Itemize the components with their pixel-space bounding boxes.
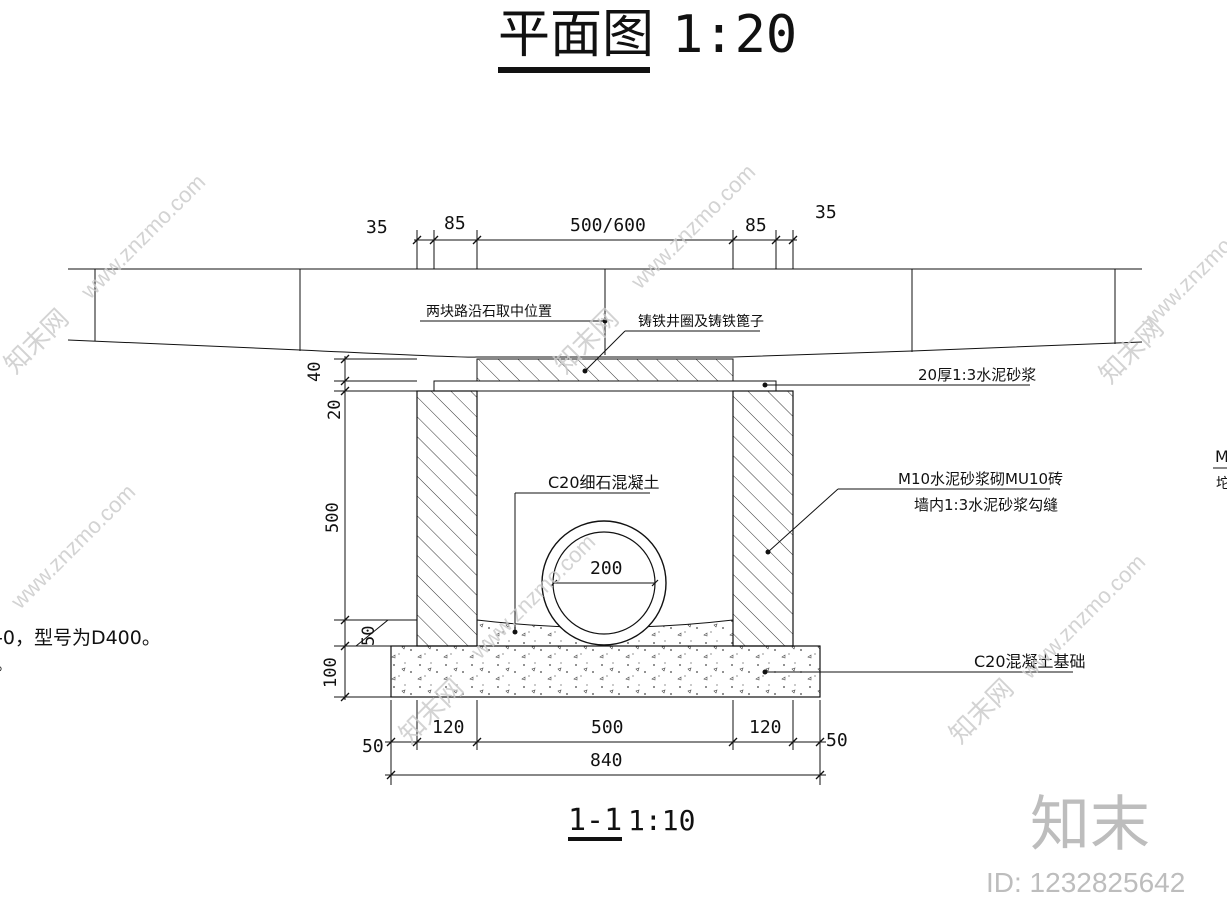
bottom-dim-4: 50 (826, 730, 848, 751)
drain-pipe (541, 520, 667, 646)
bottom-dim-3: 120 (749, 717, 782, 738)
total-dim: 840 (590, 750, 623, 771)
concrete-base (390, 645, 821, 698)
watermark-logo: 知末 (1030, 791, 1150, 858)
side-note-2: 。 (0, 655, 12, 674)
right-edge-fragment-2: 坨 (1216, 475, 1227, 492)
watermark-site-4: www.znzmo.com (5, 479, 140, 614)
vert-dim-3: 50 (359, 626, 379, 646)
watermark-cn-6: 知末网 (943, 673, 1019, 749)
bottom-dim-0: 50 (362, 736, 384, 757)
callout-brick-wall-1: M10水泥砂浆砌MU10砖 (898, 470, 1063, 488)
road-section (67, 268, 1143, 358)
bottom-dimension-line (385, 700, 826, 785)
top-dim-2: 500/600 (570, 215, 646, 236)
callout-mortar-bed: 20厚1:3水泥砂浆 (918, 366, 1036, 384)
top-dimension-line (412, 230, 798, 269)
right-edge-fragment-1: M (1215, 447, 1227, 466)
callout-fine-concrete: C20细石混凝土 (548, 473, 660, 492)
mortar-bed (433, 380, 777, 392)
right-brick-wall (732, 390, 794, 647)
side-note: -0，型号为D400。 (0, 627, 161, 649)
watermark-site-1: www.znzmo.com (75, 169, 210, 304)
bottom-dim-1: 120 (432, 717, 465, 738)
callout-concrete-base: C20混凝土基础 (974, 652, 1086, 671)
left-brick-wall (416, 390, 478, 647)
vert-dim-2: 500 (323, 502, 343, 533)
watermark-cn-1: 知末网 (0, 303, 74, 379)
leaders (420, 318, 1073, 675)
top-dim-3: 85 (745, 215, 767, 236)
plan-title: 平面图 (498, 5, 654, 65)
vert-dim-4: 100 (321, 657, 341, 688)
top-dim-4: 35 (815, 202, 837, 223)
section-scale: 1:10 (628, 804, 695, 837)
bottom-dim-2: 500 (591, 717, 624, 738)
callout-cast-iron-frame: 铸铁井圈及铸铁篦子 (638, 314, 764, 330)
watermark-id: ID: 1232825642 (986, 867, 1185, 898)
callout-curb-center: 两块路沿石取中位置 (426, 304, 552, 320)
cast-iron-cover (476, 358, 734, 382)
section-title: 1-1 (568, 803, 622, 838)
vert-dim-0: 40 (305, 362, 325, 382)
pipe-dim-label: 200 (590, 558, 623, 579)
top-dim-0: 35 (366, 217, 388, 238)
vert-dim-1: 20 (325, 400, 345, 420)
callout-brick-wall-2: 墙内1:3水泥砂浆勾缝 (914, 496, 1058, 514)
vertical-dimension-line (334, 354, 417, 702)
top-dim-1: 85 (444, 213, 466, 234)
plan-scale: 1:20 (672, 5, 797, 65)
watermark-cn-3: 知末网 (1093, 313, 1169, 389)
